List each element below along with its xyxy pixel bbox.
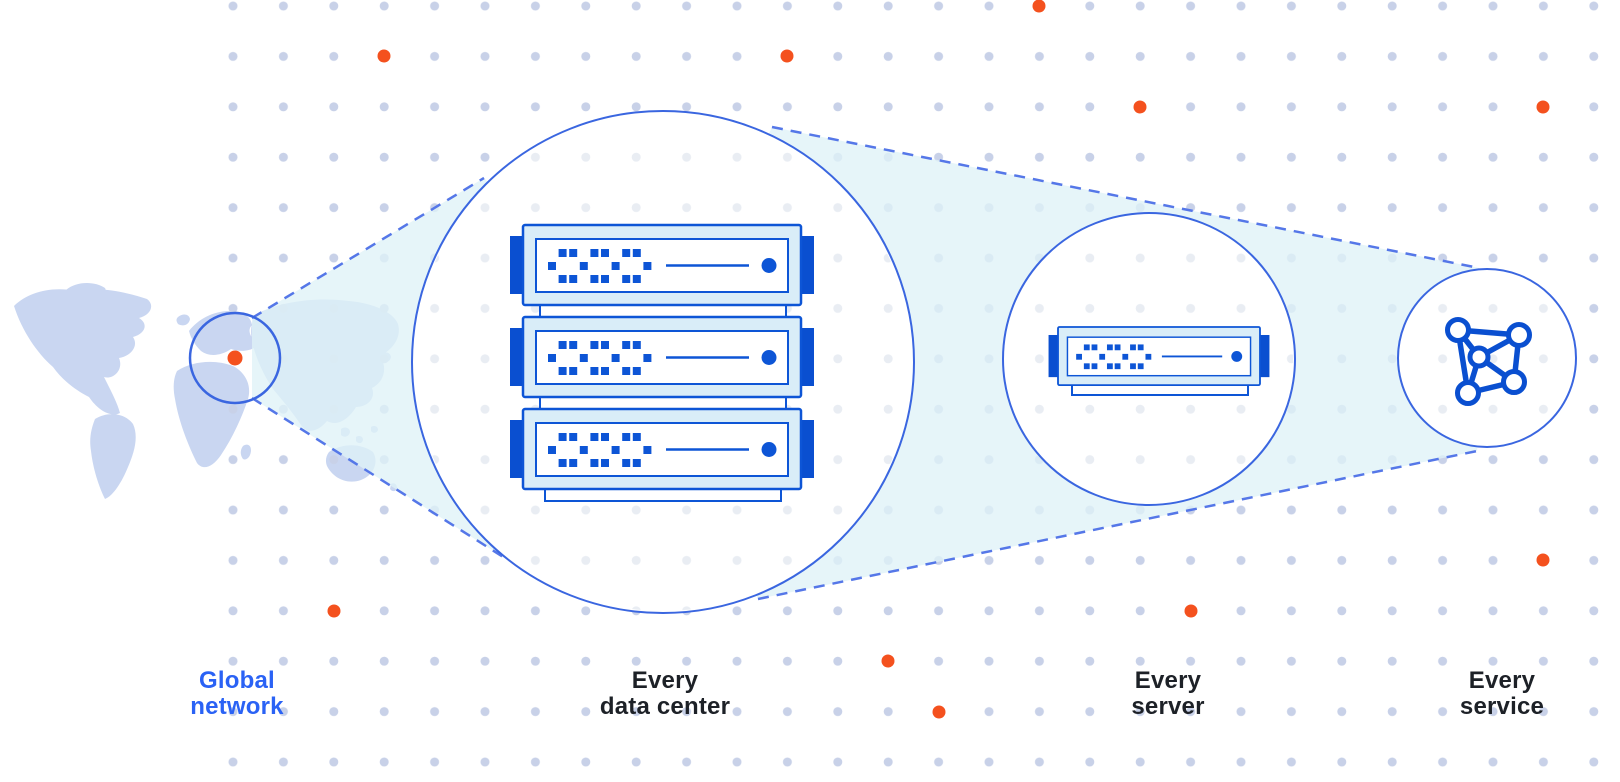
network-node-center bbox=[1467, 345, 1491, 369]
dashed-guide-line-top-right bbox=[771, 125, 1480, 270]
orange-dot bbox=[881, 654, 895, 668]
server-rack-icon bbox=[508, 223, 816, 502]
label-every-server: Every server bbox=[1131, 667, 1205, 720]
orange-dot bbox=[1536, 553, 1550, 567]
single-server-icon bbox=[1047, 326, 1271, 396]
orange-dot bbox=[780, 49, 794, 63]
orange-dot bbox=[1536, 100, 1550, 114]
orange-dot bbox=[377, 49, 391, 63]
orange-dot bbox=[327, 604, 341, 618]
dashed-guide-line-top-left bbox=[251, 176, 485, 320]
server-unit-2 bbox=[508, 315, 816, 399]
network-node bbox=[1445, 317, 1471, 343]
orange-dot bbox=[1133, 100, 1147, 114]
map-highlight-circle bbox=[188, 311, 282, 405]
label-every-service: Every service bbox=[1459, 667, 1545, 720]
server-unit-single bbox=[1047, 326, 1271, 387]
network-node bbox=[1455, 380, 1481, 406]
map-center-dot bbox=[227, 350, 243, 366]
orange-accent-dots bbox=[327, 0, 1550, 719]
orange-dot bbox=[1032, 0, 1046, 13]
orange-dot bbox=[932, 705, 946, 719]
dashed-guide-line-bottom-right bbox=[757, 449, 1478, 601]
dashed-guide-line-bottom-left bbox=[251, 396, 509, 562]
label-global-network: Global network bbox=[190, 667, 284, 720]
network-node bbox=[1506, 322, 1532, 348]
orange-dot bbox=[1184, 604, 1198, 618]
server-unit-3 bbox=[508, 407, 816, 491]
network-node bbox=[1501, 369, 1527, 395]
network-graph-icon bbox=[1445, 317, 1532, 406]
label-every-data-center: Every data center bbox=[599, 667, 731, 720]
server-unit-1 bbox=[508, 223, 816, 307]
